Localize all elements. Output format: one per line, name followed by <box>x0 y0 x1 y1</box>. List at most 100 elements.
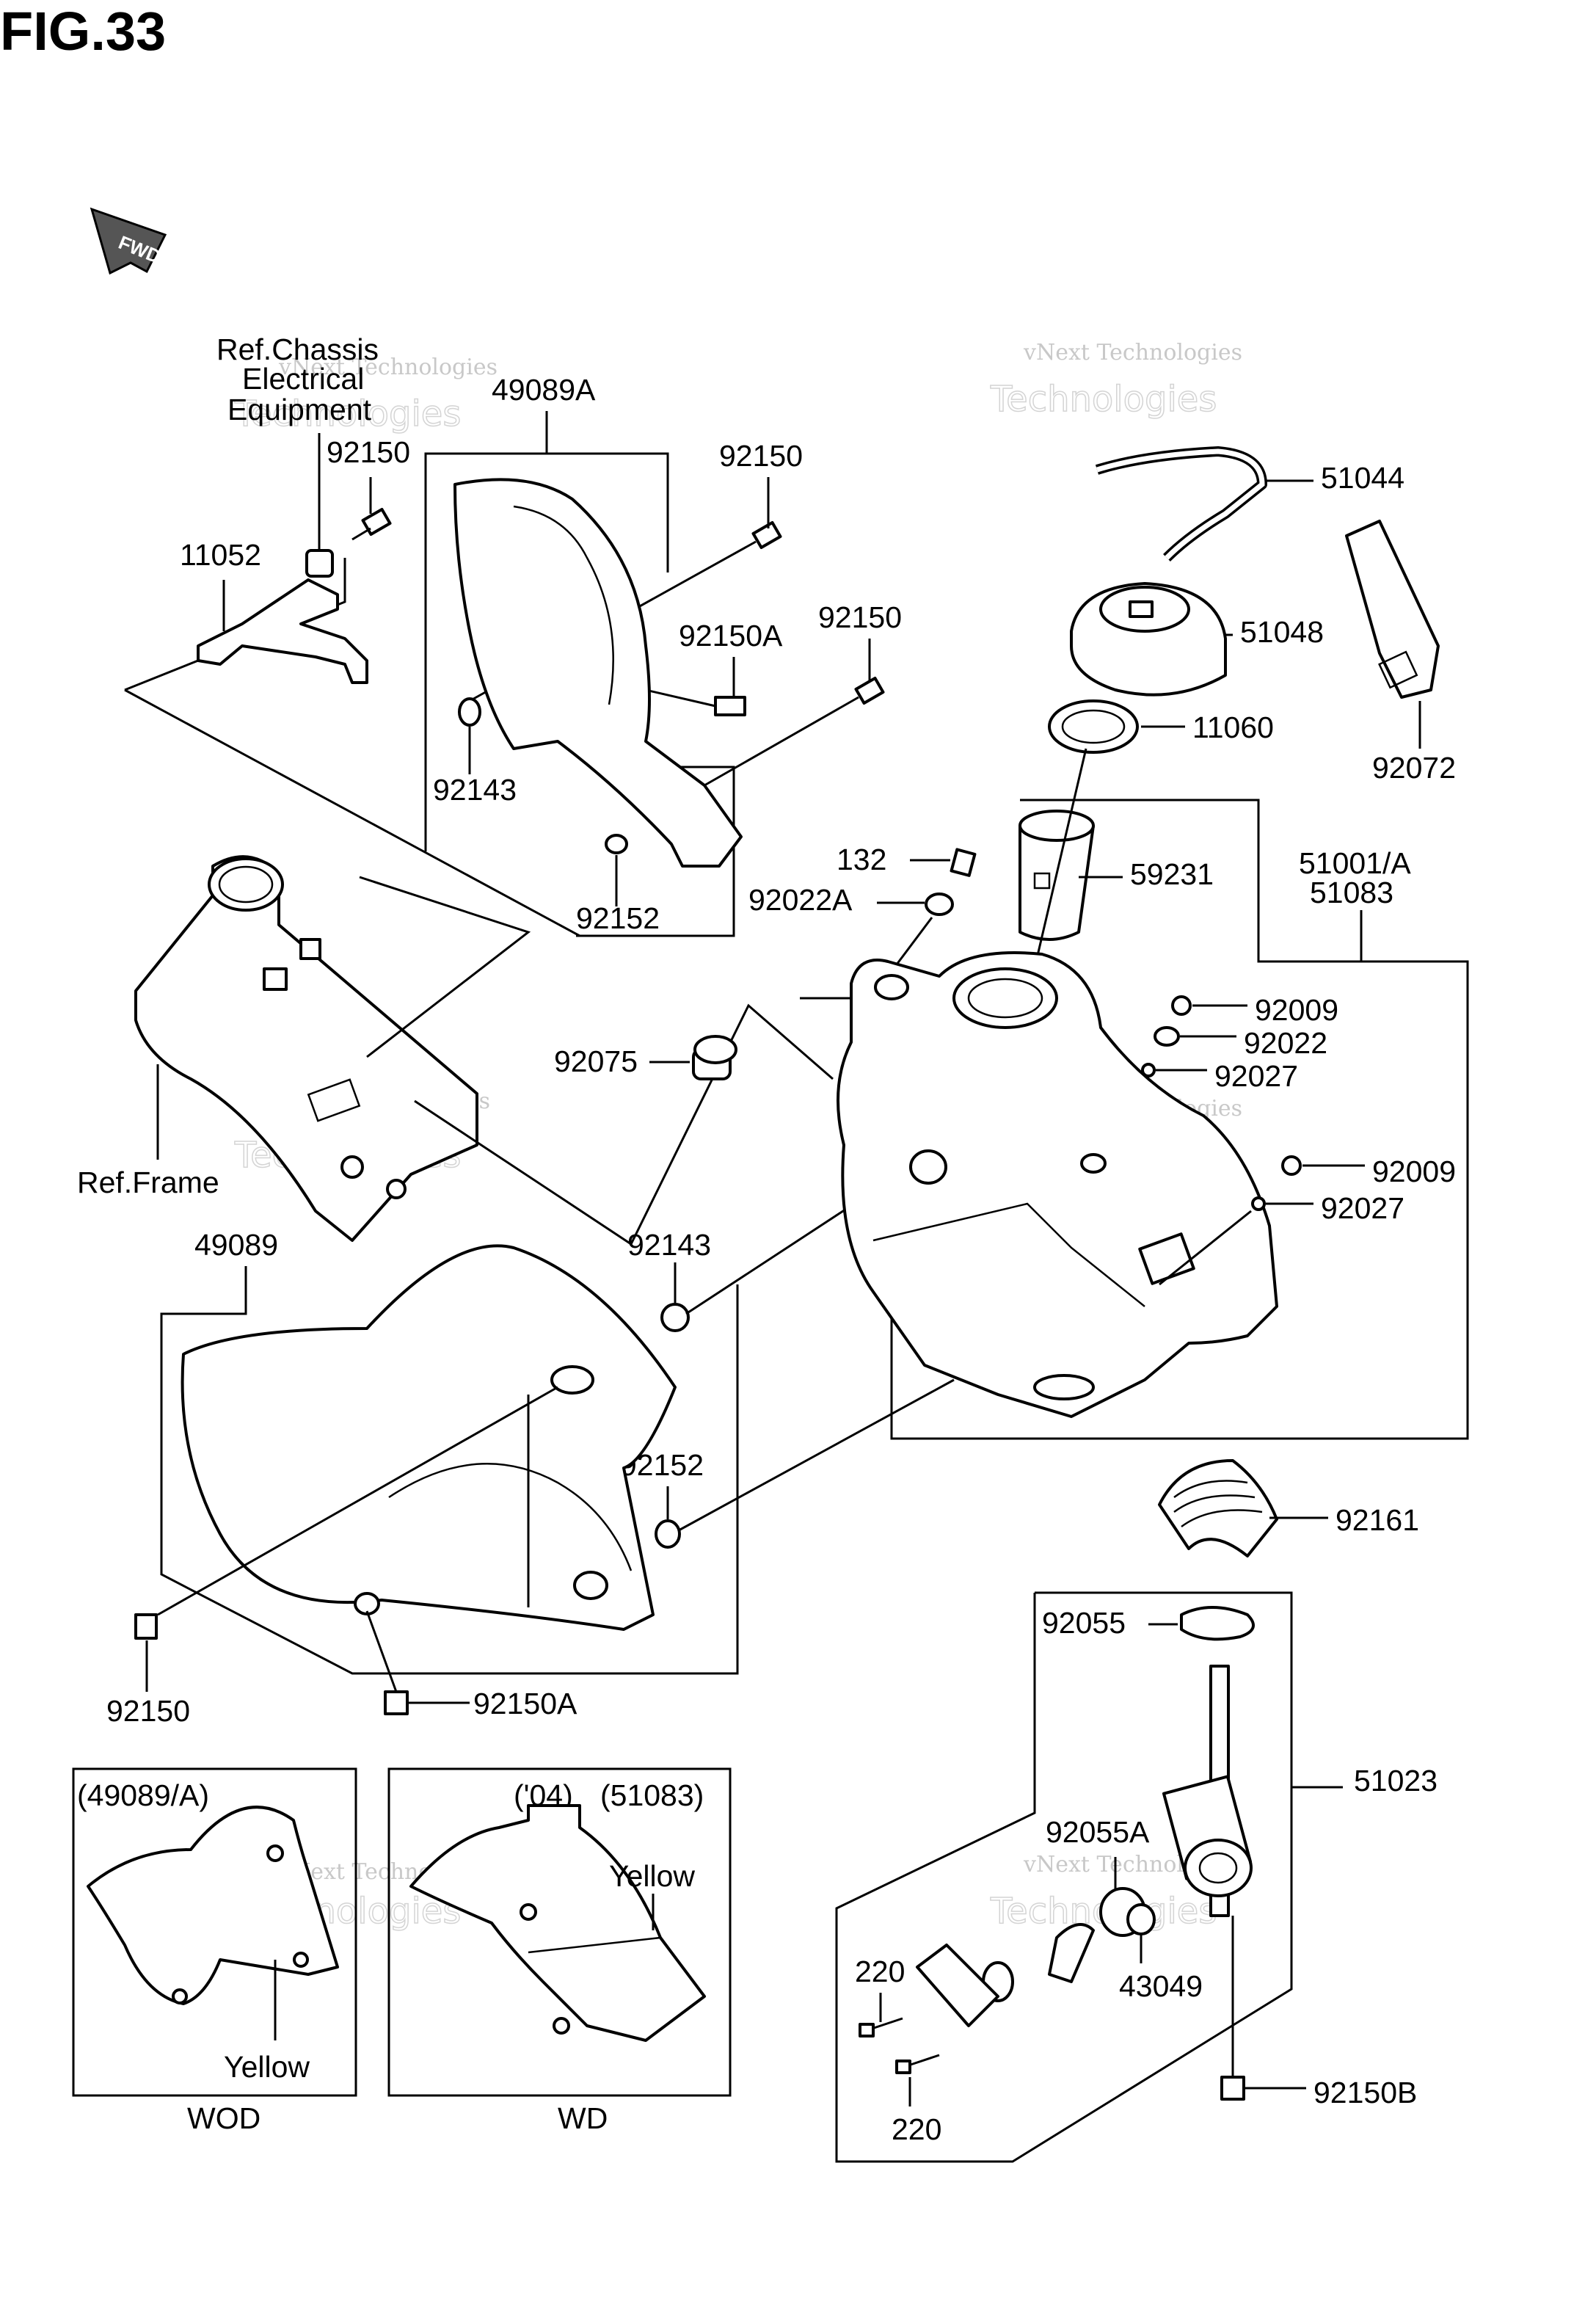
washer-icon <box>925 893 954 916</box>
wd-caption: WD <box>558 2101 608 2135</box>
frame-part <box>134 855 478 1242</box>
label-132: 132 <box>837 843 886 876</box>
label-92150: 92150 <box>719 439 803 473</box>
label-220: 220 <box>892 2112 941 2146</box>
grommet-hole-icon <box>573 1571 608 1600</box>
wd-header-part: (51083) <box>600 1778 704 1812</box>
label-49089A: 49089A <box>492 373 596 407</box>
tank-mount-hole <box>909 1149 947 1185</box>
washer-icon <box>605 834 628 854</box>
washer-icon <box>1126 1903 1156 1935</box>
strap-hole <box>1378 650 1418 689</box>
bracket-51023 <box>835 1591 1293 2163</box>
grommet-hole-icon <box>172 1988 188 2004</box>
watermark-text: Technologies <box>990 379 1217 420</box>
label-92072: 92072 <box>1372 751 1456 785</box>
wod-caption: WOD <box>187 2101 260 2135</box>
label-51001A: 51001/A <box>1299 846 1411 880</box>
gasket-inner <box>1061 709 1126 744</box>
bolt-icon <box>910 848 977 877</box>
grommet-part <box>692 1035 737 1080</box>
label-51048: 51048 <box>1240 615 1324 649</box>
label-92143: 92143 <box>627 1228 711 1262</box>
leader-line <box>1159 1210 1252 1286</box>
label-51023: 51023 <box>1354 1764 1438 1797</box>
breather-tube-inner <box>1096 448 1265 560</box>
fuel-filter-window <box>1033 872 1051 890</box>
fuel-cap-part <box>1070 582 1227 697</box>
shroud-49089-part <box>181 1244 677 1631</box>
leader-line <box>678 1378 955 1532</box>
label-92150: 92150 <box>106 1694 190 1728</box>
washer-icon <box>1154 1026 1180 1047</box>
label-92009: 92009 <box>1255 993 1338 1027</box>
variant-box-wd <box>387 1767 732 2097</box>
grommet-hole-icon <box>266 1844 284 1862</box>
nut-icon <box>1141 1063 1156 1077</box>
label-59231: 59231 <box>1130 857 1214 891</box>
wod-shroud-part <box>87 1806 339 2005</box>
bracket-line <box>359 876 531 1058</box>
bolt-head-icon <box>1171 995 1192 1016</box>
label-92022A: 92022A <box>748 883 853 917</box>
watermark-text: Technologies <box>234 393 461 435</box>
grommet-hole-icon <box>354 1592 380 1615</box>
fuel-cock-lever-part <box>1048 1923 1095 1983</box>
grommet-hole-icon <box>550 1365 594 1395</box>
grommet-hole-icon <box>553 2017 570 2035</box>
label-51044: 51044 <box>1321 461 1404 495</box>
cover-plate-part <box>916 1944 999 2027</box>
label-92027: 92027 <box>1321 1191 1404 1225</box>
label-220: 220 <box>855 1955 905 1988</box>
ref-chassis-line: Ref.Chassis <box>216 332 379 366</box>
label-92055A: 92055A <box>1046 1815 1150 1849</box>
bolt-icon <box>134 1386 558 1692</box>
ref-frame-label: Ref.Frame <box>77 1166 219 1199</box>
label-92150: 92150 <box>818 600 902 634</box>
fuel-filter-top <box>1019 810 1095 842</box>
label-11060: 11060 <box>1192 710 1274 744</box>
screw-icon <box>859 1993 903 2037</box>
bolt-icon <box>1220 1916 1306 2101</box>
leader-line <box>1030 748 1087 984</box>
bolt-icon <box>351 477 392 541</box>
label-92022: 92022 <box>1244 1026 1327 1060</box>
tank-bottom-hole <box>1033 1374 1095 1400</box>
tank-mount-tab <box>874 974 909 1000</box>
washer-icon <box>660 1303 690 1332</box>
tank-filler-inner <box>967 978 1043 1019</box>
wod-header: (49089/A) <box>77 1778 209 1812</box>
label-43049: 43049 <box>1119 1969 1203 2003</box>
label-49089: 49089 <box>194 1228 278 1262</box>
label-92143: 92143 <box>433 773 517 807</box>
ref-chassis-label: Ref.Chassis <box>216 332 379 366</box>
ref-chassis-line-3: Equipment <box>227 393 372 426</box>
wod-color-note: Yellow <box>224 2050 310 2084</box>
grommet-hole-icon <box>293 1952 309 1968</box>
label-92150: 92150 <box>327 435 410 469</box>
label-92150A: 92150A <box>473 1687 577 1720</box>
strap-part <box>1345 520 1440 699</box>
bracket-11052 <box>124 688 580 937</box>
nut-icon <box>1251 1196 1266 1211</box>
label-92055: 92055 <box>1042 1606 1126 1640</box>
label-92150B: 92150B <box>1313 2076 1417 2109</box>
washer-icon <box>458 697 481 727</box>
tank-filler-neck <box>952 967 1058 1029</box>
tank-rear-bracket <box>1138 1232 1195 1285</box>
gasket-part <box>1048 699 1139 754</box>
label-51083: 51083 <box>1310 876 1393 909</box>
chassis-clip-part <box>197 433 368 684</box>
label-92152: 92152 <box>576 901 660 935</box>
screw-icon <box>895 2054 940 2106</box>
bolt-head-icon <box>1281 1155 1302 1176</box>
gasket-part <box>1180 1606 1255 1641</box>
washer-icon <box>655 1519 681 1549</box>
grommet-hole-icon <box>520 1903 537 1921</box>
shroud-49089A-part <box>453 478 743 868</box>
watermark-text: vNext Technologies <box>278 355 498 380</box>
label-92161: 92161 <box>1336 1503 1419 1537</box>
rubber-damper-part <box>1158 1459 1278 1557</box>
tank-mount-hole <box>1080 1153 1107 1174</box>
